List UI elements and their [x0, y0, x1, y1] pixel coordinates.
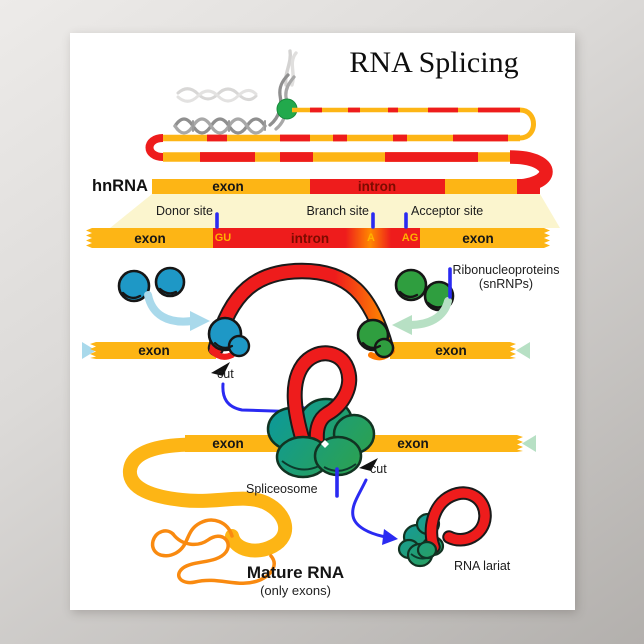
exon-label: exon [212, 179, 244, 194]
ribonucleoproteins-line2: (snRNPs) [478, 277, 534, 292]
spliceosome-icon [275, 435, 363, 479]
cut-label: cut [217, 367, 234, 381]
intron-loop [286, 345, 358, 449]
branch-site-label: Branch site [306, 204, 369, 218]
page-title: RNA Splicing [349, 46, 519, 79]
exon-label: exon [462, 231, 494, 246]
acceptor-site-label: Acceptor site [411, 204, 484, 218]
cut-label: cut [370, 462, 387, 476]
intron-label: intron [290, 231, 330, 246]
pre-mrna-strand [145, 107, 553, 194]
dna-helix-icon [173, 49, 298, 135]
snrnp-green-bound-icon [356, 318, 395, 359]
exon-label: exon [397, 436, 429, 451]
mature-rna-caption: Mature RNA (only exons) [218, 563, 373, 598]
cut-flag-icon [211, 362, 230, 376]
donor-site-label: Donor site [156, 204, 213, 218]
spliceosome-label: Spliceosome [246, 482, 318, 496]
gu-site-label: GU [214, 232, 232, 244]
rna-lariat-icon [397, 486, 492, 568]
hnrna-label: hnRNA [92, 177, 148, 195]
pointer-tick-icon [215, 212, 408, 229]
recruit-arrow-icon [144, 291, 210, 331]
strand-continues-arrow-icon [522, 435, 536, 452]
ag-site-label: AG [401, 232, 419, 244]
exon-label: exon [138, 343, 170, 358]
cut-flag-icon [359, 458, 378, 471]
recruit-arrow-icon [392, 297, 452, 335]
rna-lariat-label: RNA lariat [454, 559, 511, 573]
intron-label: intron [357, 179, 397, 194]
mature-rna-strand [123, 437, 293, 585]
snrnp-blue-bound-icon [207, 316, 251, 358]
intron-detail-bar [86, 228, 550, 248]
snrnp-blue-icon [117, 266, 186, 303]
magnify-beam [110, 194, 560, 228]
exon-label: exon [435, 343, 467, 358]
rna-splicing-poster: RNA Splicing hnRNA exon intron Donor sit… [70, 33, 575, 610]
exon-label: exon [212, 436, 244, 451]
ribonucleoproteins-label: Ribonucleoproteins (snRNPs) [448, 263, 564, 292]
strand-continues-arrow-icon [82, 342, 96, 359]
only-exons-label: (only exons) [260, 582, 331, 598]
ribonucleoproteins-line1: Ribonucleoproteins [452, 263, 560, 277]
mature-rna-label: Mature RNA [246, 563, 345, 582]
exon-label: exon [134, 231, 166, 246]
rna-splicing-artwork [82, 49, 560, 585]
strand-continues-arrow-icon [516, 342, 530, 359]
cut-arrow-icon [351, 478, 398, 545]
hnrna-bar [152, 179, 540, 194]
cut-row-exon-bars [90, 342, 516, 359]
branch-a-label: A [367, 232, 375, 244]
